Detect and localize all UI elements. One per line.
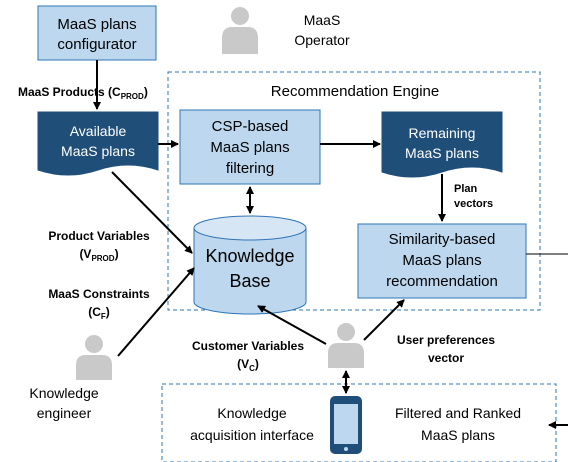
configurator-label-2: configurator xyxy=(57,36,136,53)
recommendation-engine-title: Recommendation Engine xyxy=(271,83,439,100)
database-icon: Knowledge Base xyxy=(193,215,307,315)
similarity-label-2: MaaS plans xyxy=(402,252,481,269)
filtered-label-2: MaaS plans xyxy=(421,427,495,443)
person-icon xyxy=(328,323,364,368)
available-label-1: Available xyxy=(70,123,127,139)
configurator-label-1: MaaS plans xyxy=(57,16,136,33)
edge-label-product-variables-2: (VPROD) xyxy=(79,247,118,263)
person-icon xyxy=(222,7,258,54)
remaining-plans-box: Remaining MaaS plans xyxy=(381,111,503,178)
edge-label-plan-vectors-1: Plan xyxy=(454,183,478,195)
knowledge-engineer-label-1: Knowledge xyxy=(29,385,98,401)
csp-label-2: MaaS plans xyxy=(210,139,289,156)
edge-label-user-preferences-2: vector xyxy=(428,351,464,365)
edge-label-product-variables-1: Product Variables xyxy=(48,229,150,243)
acquisition-label-1: Knowledge xyxy=(217,405,286,421)
similarity-label-1: Similarity-based xyxy=(389,231,496,248)
edge-label-plan-vectors-2: vectors xyxy=(454,198,493,210)
edge-engineer-to-knowledge-base xyxy=(117,267,195,357)
remaining-label-1: Remaining xyxy=(409,125,476,141)
acquisition-label-2: acquisition interface xyxy=(190,427,314,443)
edge-available-to-knowledge-base xyxy=(111,171,193,254)
knowledge-base-label-1: Knowledge xyxy=(205,246,294,266)
recommendation-engine-container xyxy=(167,71,541,311)
edge-label-maas-constraints-1: MaaS Constraints xyxy=(48,287,150,301)
csp-label-1: CSP-based xyxy=(212,118,289,135)
smartphone-icon xyxy=(330,396,362,454)
available-label-2: MaaS plans xyxy=(61,143,135,159)
knowledge-base-label-2: Base xyxy=(229,271,270,291)
operator-label-2: Operator xyxy=(294,32,350,48)
knowledge-engineer-label-2: engineer xyxy=(37,405,92,421)
similarity-box: Similarity-based MaaS plans recommendati… xyxy=(357,223,527,299)
remaining-label-2: MaaS plans xyxy=(405,145,479,161)
user-interface-container xyxy=(161,383,557,462)
csp-label-3: filtering xyxy=(226,160,274,177)
edge-label-maas-constraints-2: (CF) xyxy=(88,305,110,321)
available-plans-box: Available MaaS plans xyxy=(37,111,159,176)
filtered-label-1: Filtered and Ranked xyxy=(395,405,521,421)
csp-filtering-box: CSP-based MaaS plans filtering xyxy=(179,109,321,185)
edge-customer-to-similarity xyxy=(363,299,405,341)
similarity-label-3: recommendation xyxy=(386,273,498,290)
configurator-box: MaaS plans configurator xyxy=(37,5,157,61)
edge-customer-to-knowledge-base xyxy=(257,305,327,345)
person-icon xyxy=(76,335,112,380)
operator-label-1: MaaS xyxy=(304,12,341,28)
edge-label-customer-variables-1: Customer Variables xyxy=(192,339,304,353)
edge-label-maas-products: MaaS Products (CPROD) xyxy=(18,85,148,101)
edge-label-customer-variables-2: (VC) xyxy=(237,357,259,373)
edge-label-user-preferences-1: User preferences xyxy=(397,333,495,347)
